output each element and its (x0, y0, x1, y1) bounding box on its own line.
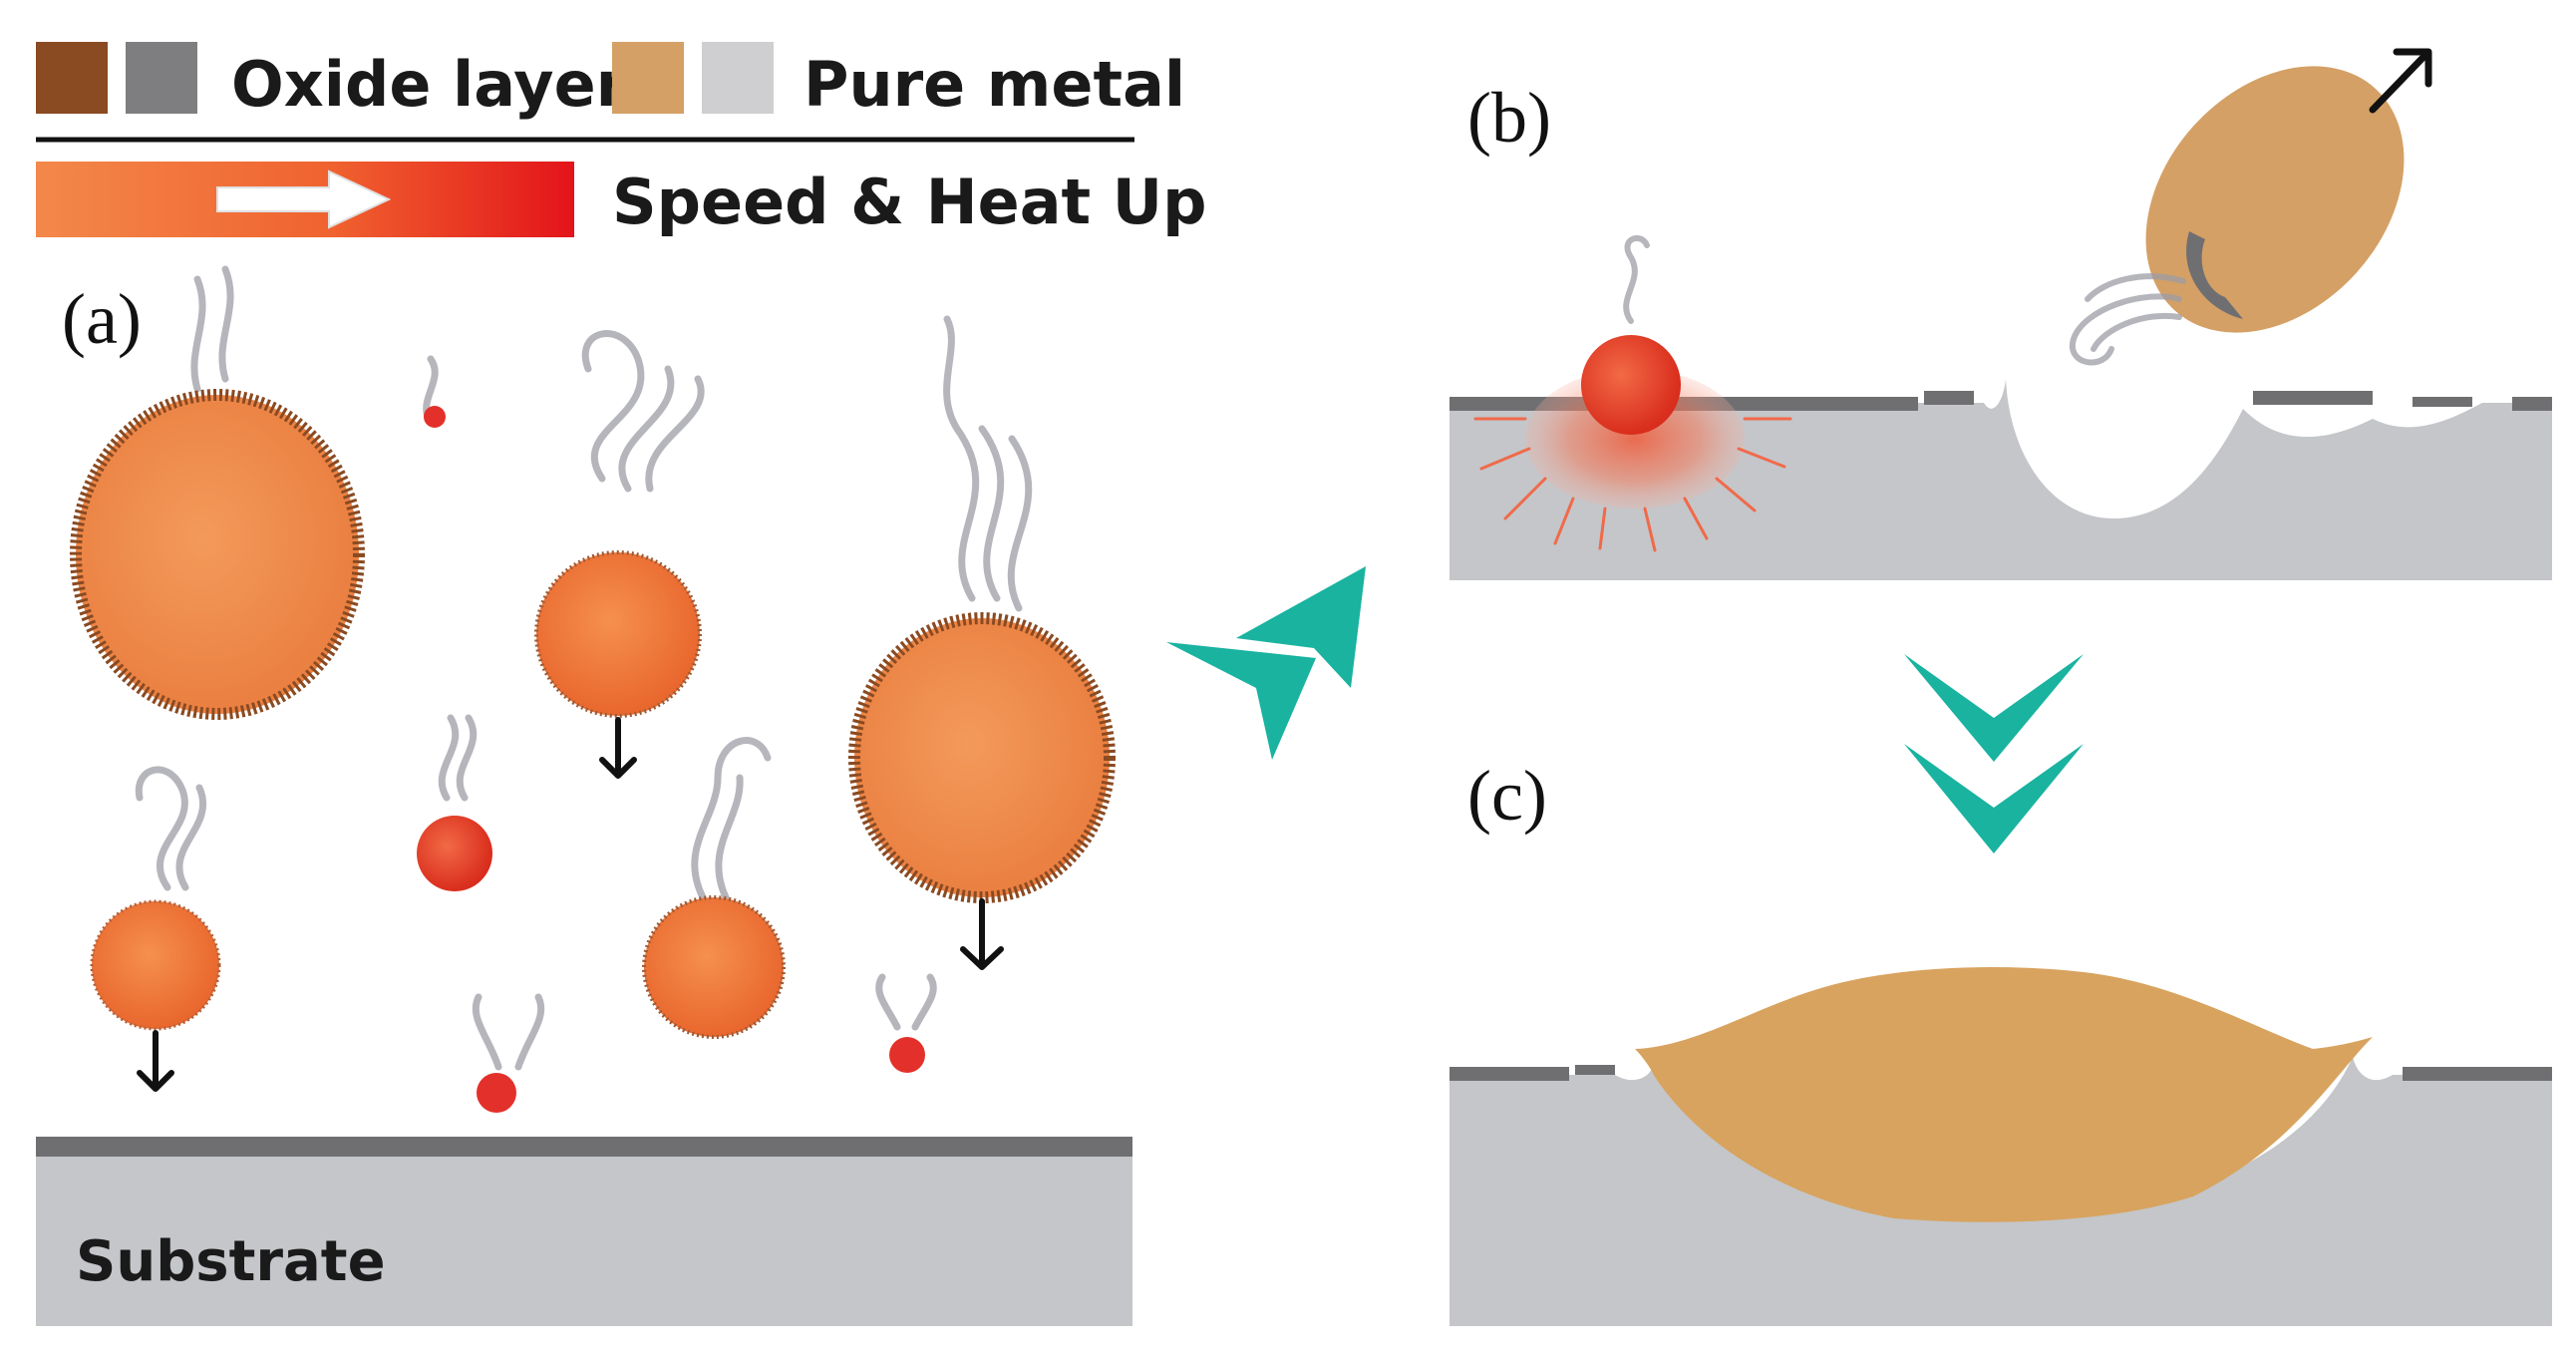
panel-a-label: (a) (62, 279, 142, 359)
tiny-droplet (889, 1037, 925, 1073)
tiny-droplet (424, 406, 446, 428)
right-arrow-icon (216, 170, 392, 229)
steam-icon (1623, 234, 1650, 324)
panel-b-label: (b) (1467, 78, 1551, 158)
heat-rays (1473, 417, 1792, 552)
speed-heat-label: Speed & Heat Up (612, 166, 1206, 238)
large-oxidized-particle (70, 389, 365, 720)
chevron-icon (1904, 744, 2084, 853)
chevron-icon (1904, 654, 2084, 762)
metal-swatch-gray (702, 42, 774, 114)
medium-particle (642, 895, 786, 1039)
panel-c: (c) (1449, 756, 2552, 1326)
flattened-splat (1635, 967, 2373, 1222)
chevron-icon (1236, 566, 1366, 688)
substrate (36, 1157, 1132, 1326)
oxide-swatch-brown (36, 42, 108, 114)
pure-metal-label: Pure metal (804, 48, 1185, 121)
oxide-swatch-gray (126, 42, 197, 114)
medium-particle (90, 899, 221, 1031)
legend: Oxide layer Pure metal Speed & Heat Up (36, 42, 1206, 238)
heat-affected-zone (1525, 369, 1745, 509)
transition-arrow-a-to-b (1166, 566, 1366, 760)
transition-arrow-b-to-c (1904, 654, 2084, 853)
chevron-icon (1166, 642, 1316, 760)
medium-particle (534, 550, 702, 718)
small-particle (417, 816, 492, 891)
substrate-with-splat (1449, 1057, 2552, 1326)
steam-icon (135, 265, 1033, 1071)
rebound-direction-arrow (2369, 48, 2432, 114)
substrate-label: Substrate (76, 1229, 386, 1294)
oxide-layer-label: Oxide layer (231, 48, 627, 121)
tiny-droplet (477, 1073, 516, 1113)
large-oxidized-particle-falling (848, 612, 1116, 903)
rebounding-particle (2145, 66, 2405, 333)
substrate-oxide-layer (1449, 1065, 2552, 1081)
panel-a: (a) Substrate (36, 265, 1132, 1326)
metal-swatch-tan (612, 42, 684, 114)
panel-b: (b) (1449, 48, 2552, 580)
adhered-particle (1581, 335, 1681, 435)
down-arrow-icon (137, 717, 1004, 1092)
steam-icon (2069, 273, 2186, 366)
panel-c-label: (c) (1467, 756, 1547, 836)
